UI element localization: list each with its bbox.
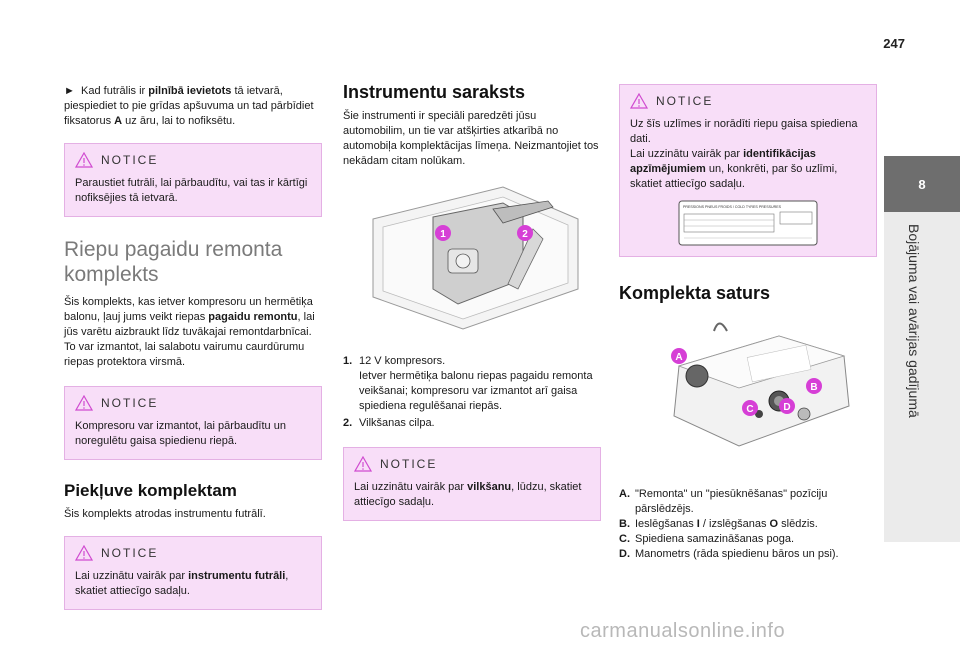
svg-text:2: 2 (522, 229, 528, 240)
notice-box: NOTICE Lai uzzinātu vairāk par vilkšanu,… (343, 447, 601, 521)
callout-2 (517, 225, 533, 241)
warning-icon (630, 93, 648, 109)
chapter-tab: 8 (884, 156, 960, 212)
notice-title: NOTICE (101, 153, 159, 167)
list-item: C. Spiediena samazināšanas poga. (619, 533, 795, 545)
callout-d (779, 398, 795, 414)
notice-box: NOTICE Paraustiet futrāli, lai pārbaudīt… (64, 143, 322, 217)
callout-b (806, 378, 822, 394)
column-middle: Instrumentu saraksts Šie instrumenti ir … (343, 80, 601, 521)
watermark: carmanualsonline.info (580, 620, 786, 642)
list-item: D. Manometrs (rāda spiedienu bāros un ps… (619, 548, 839, 560)
callout-a (671, 348, 687, 364)
svg-text:A: A (675, 352, 682, 363)
notice-box: NOTICE Lai uzzinātu vairāk par instrumen… (64, 536, 322, 610)
warning-icon (75, 545, 93, 561)
notice-text: Lai uzzinātu vairāk par instrumentu futr… (75, 570, 289, 597)
kit-contents-title: Komplekta saturs (619, 283, 771, 303)
notice-text: Uz šīs uzlīmes ir norādīti riepu gaisa s… (630, 118, 858, 190)
callout-c (742, 400, 758, 416)
compressor-kit-illustration: A B C D (671, 322, 850, 447)
notice-box: NOTICE Kompresoru var izmantot, lai pārb… (64, 386, 322, 460)
list-item: A. "Remonta" un "piesūknēšanas" pozīciju… (619, 488, 828, 515)
warning-icon (75, 152, 93, 168)
chapter-tab-body (884, 212, 960, 542)
svg-text:D: D (783, 402, 790, 413)
intro-paragraph: ► Kad futrālis ir pilnībā ievietots tā i… (64, 85, 314, 127)
section-title-line2: komplekts (64, 263, 159, 286)
notice-box: NOTICE Uz šīs uzlīmes ir norādīti riepu … (619, 84, 877, 257)
notice-text: Paraustiet futrāli, lai pārbaudītu, vai … (75, 177, 308, 204)
callout-1 (435, 225, 451, 241)
page-number: 247 (883, 36, 905, 51)
section-text: Šis komplekts, kas ietver kompresoru un … (64, 296, 315, 368)
column-right: NOTICE Uz šīs uzlīmes ir norādīti riepu … (619, 84, 877, 562)
notice-text: Lai uzzinātu vairāk par vilkšanu, lūdzu,… (354, 481, 582, 508)
svg-text:B: B (810, 382, 817, 393)
chapter-title: Bojājuma vai avārijas gadījumā (906, 224, 922, 418)
tools-list: 1. 12 V kompresors.Ietver hermētiķa balo… (343, 354, 601, 431)
notice-text: Kompresoru var izmantot, lai pārbaudītu … (75, 420, 286, 447)
svg-text:1: 1 (440, 229, 446, 240)
svg-text:PRESSIONS PNEUS FROIDS / COLD: PRESSIONS PNEUS FROIDS / COLD TYRES PRES… (683, 205, 782, 209)
notice-title: NOTICE (101, 396, 159, 410)
kit-contents-list: A. "Remonta" un "piesūknēšanas" pozīciju… (619, 487, 877, 562)
notice-title: NOTICE (656, 94, 714, 108)
access-text: Šis komplekts atrodas instrumentu futrāl… (64, 508, 266, 520)
notice-title: NOTICE (380, 457, 438, 471)
column-left: ► Kad futrālis ir pilnībā ievietots tā i… (64, 80, 322, 610)
list-item: 2. Vilkšanas cilpa. (343, 417, 435, 429)
tools-intro: Šie instrumenti ir speciāli paredzēti jū… (343, 110, 599, 167)
svg-text:C: C (746, 404, 753, 415)
notice-title: NOTICE (101, 546, 159, 560)
list-item: B. Ieslēgšanas I / izslēgšanas O slēdzis… (619, 518, 818, 530)
warning-icon (354, 456, 372, 472)
warning-icon (75, 395, 93, 411)
list-item: 1. 12 V kompresors.Ietver hermētiķa balo… (343, 355, 593, 412)
section-title: Riepu pagaidu remonta (64, 238, 283, 261)
tools-title: Instrumentu saraksts (343, 82, 526, 102)
tool-tray-illustration: 1 2 (372, 186, 579, 330)
tyre-pressure-label-illustration: PRESSIONS PNEUS FROIDS / COLD TYRES PRES… (678, 200, 818, 246)
access-title: Piekļuve komplektam (64, 481, 237, 500)
